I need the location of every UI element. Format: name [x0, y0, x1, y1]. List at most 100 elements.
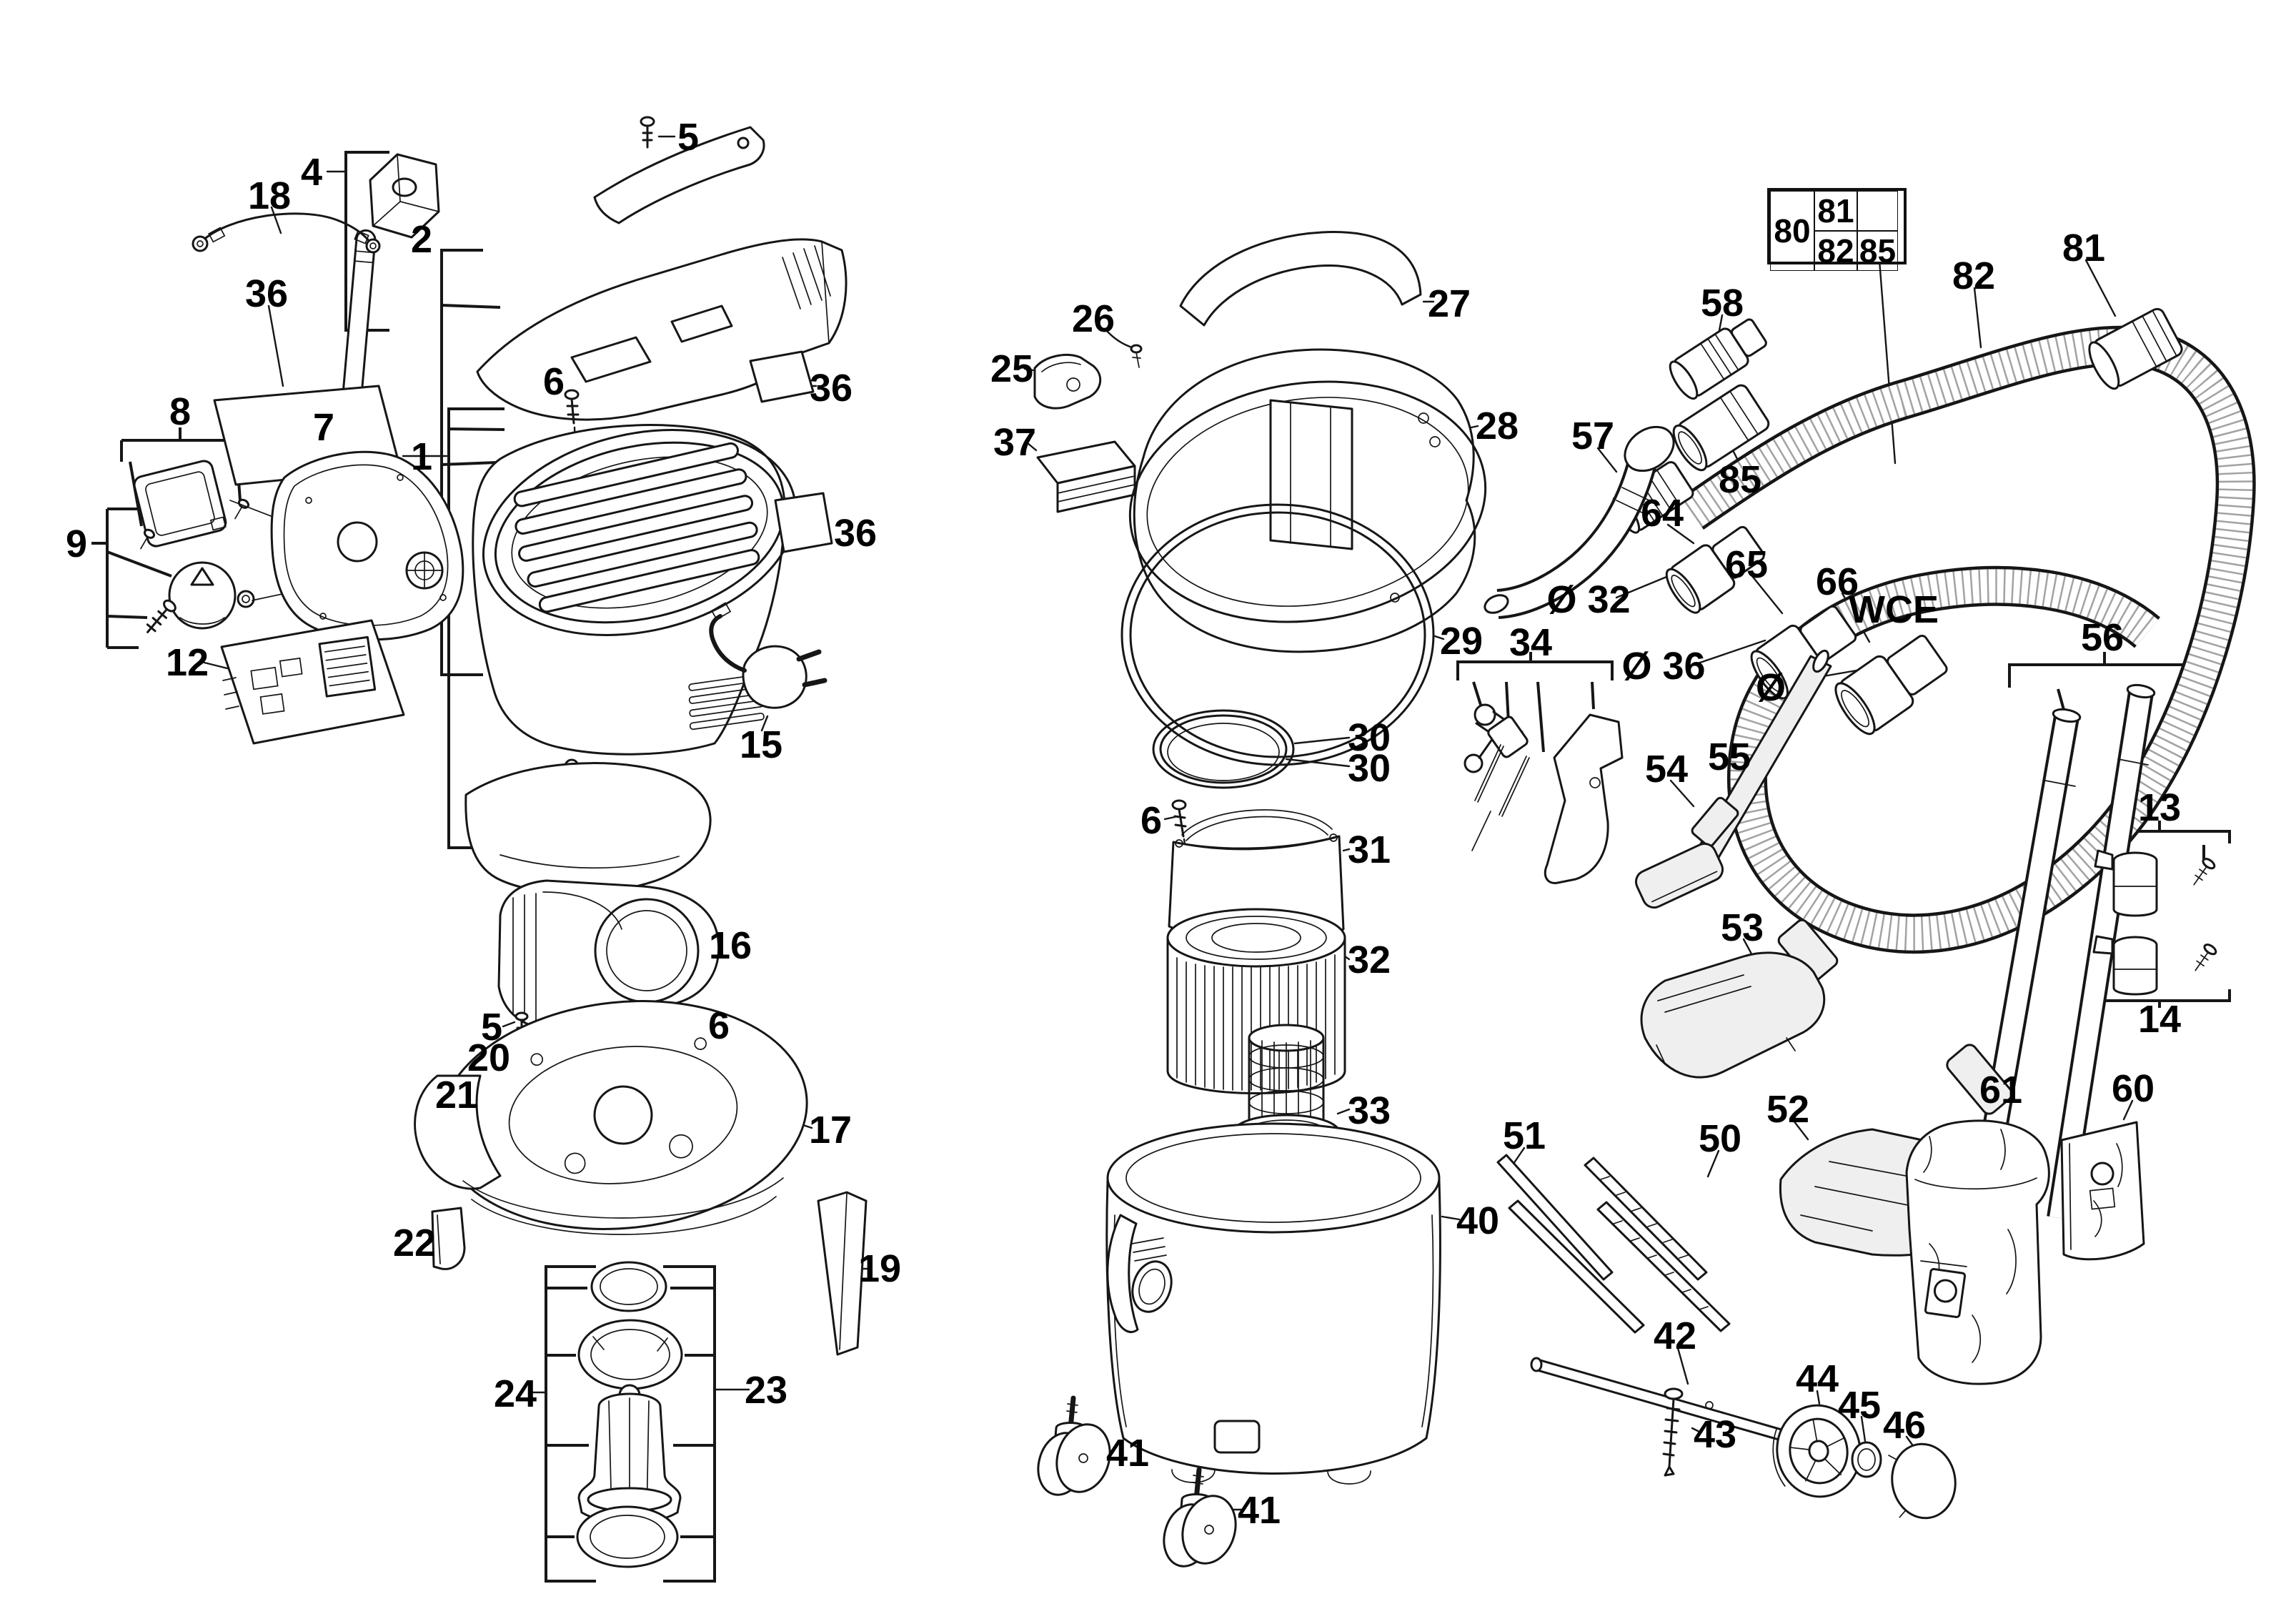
- part-26-screw: [1130, 344, 1143, 368]
- part-label-24: 24: [494, 1372, 537, 1415]
- part-label-36: 36: [245, 272, 288, 315]
- part-1-motor-housing: [464, 424, 797, 895]
- table-cell-81: 81: [1814, 191, 1857, 231]
- part-label-51: 51: [1503, 1114, 1546, 1157]
- part-label-13: 13: [2138, 786, 2181, 829]
- part-label-53: 53: [1721, 906, 1764, 949]
- part-58-adapter: [1669, 318, 1767, 400]
- part-60-flat-bag: [2060, 1121, 2145, 1261]
- table-cell-80: 80: [1770, 191, 1814, 271]
- part-label-45: 45: [1838, 1384, 1881, 1427]
- part-label-30: 30: [1348, 716, 1391, 759]
- part-label-61: 61: [1979, 1069, 2022, 1111]
- part-label-37: 37: [993, 421, 1036, 464]
- part-label-57: 57: [1571, 415, 1614, 457]
- part-51-squeegee-strips: [1496, 1154, 1645, 1334]
- part-53-floor-brush: [1640, 919, 1839, 1079]
- part-43-screw: [1662, 1387, 1684, 1477]
- part-label-20: 20: [467, 1036, 510, 1079]
- part-85-connector: [1672, 384, 1770, 472]
- part-66-adapter-wce: [1834, 634, 1948, 736]
- part-label-23: 23: [745, 1369, 787, 1412]
- table-cell-blank: [1857, 191, 1898, 231]
- part-label-Ø-36: Ø 36: [1621, 645, 1705, 688]
- part-8-switch-plate: [133, 460, 250, 550]
- part-50-brush-strips: [1584, 1157, 1731, 1332]
- part-label-36: 36: [810, 367, 853, 410]
- group-brackets: [91, 151, 2231, 1583]
- part-label-64: 64: [1641, 492, 1684, 535]
- part-label-81: 81: [2062, 227, 2105, 269]
- hose-variant-table: 80 81 82 85: [1767, 188, 1907, 271]
- part-label-58: 58: [1701, 282, 1744, 325]
- table-cell-85: 85: [1857, 231, 1898, 271]
- part-12-circuit-board: [220, 619, 405, 745]
- part-label-27: 27: [1428, 282, 1471, 325]
- part-label-56: 56: [2081, 616, 2124, 659]
- part-label-8: 8: [169, 390, 191, 433]
- part-label-6: 6: [543, 360, 565, 403]
- part-label-7: 7: [313, 406, 334, 449]
- part-label-28: 28: [1476, 405, 1519, 447]
- part-64-adapter-32: [1665, 525, 1765, 614]
- part-label-40: 40: [1456, 1199, 1499, 1242]
- part-label-54: 54: [1645, 748, 1688, 791]
- part-label-21: 21: [435, 1074, 478, 1116]
- part-label-15: 15: [740, 723, 782, 766]
- part-label-16: 16: [709, 924, 752, 967]
- part-41-caster-a: [1037, 1395, 1111, 1496]
- part-25-latch: [1033, 354, 1101, 410]
- part-label-44: 44: [1796, 1357, 1839, 1400]
- part-36-sticker-c: [774, 492, 833, 553]
- part-7-front-panel: [270, 450, 464, 641]
- part-14-clamp: [2092, 935, 2217, 996]
- part-19-crevice-blade: [817, 1191, 868, 1356]
- part-label-Ø-32: Ø 32: [1546, 578, 1630, 621]
- part-28-lid: [1128, 348, 1487, 653]
- part-label-65: 65: [1725, 543, 1768, 586]
- part-label-2: 2: [411, 218, 432, 261]
- part-label-WCE: WCE: [1849, 588, 1939, 631]
- part-label-30: 30: [1348, 747, 1391, 790]
- part-5-screw: [640, 116, 655, 149]
- part-label-18: 18: [248, 174, 291, 217]
- part-36-sticker-b: [749, 350, 815, 403]
- part-label-19: 19: [858, 1247, 901, 1290]
- part-label-46: 46: [1883, 1404, 1926, 1447]
- part-label-32: 32: [1348, 939, 1391, 981]
- part-18-wire: [192, 212, 381, 254]
- part-label-22: 22: [393, 1222, 436, 1264]
- part-41-caster-b: [1163, 1467, 1237, 1568]
- part-label-31: 31: [1348, 828, 1391, 871]
- part-45-washer: [1851, 1441, 1882, 1478]
- part-27-bumper-band: [1179, 231, 1422, 327]
- part-17-motor-mount: [414, 1000, 808, 1235]
- part-label-52: 52: [1766, 1088, 1809, 1131]
- part-44-wheel: [1772, 1404, 1862, 1498]
- part-label-26: 26: [1072, 297, 1115, 340]
- part-label-36: 36: [834, 512, 877, 555]
- part-label-60: 60: [2112, 1067, 2155, 1110]
- part-54-upholstery-nozzle: [1634, 796, 1739, 909]
- part-label-34: 34: [1509, 621, 1552, 664]
- part-label-43: 43: [1694, 1413, 1736, 1456]
- table-cell-82: 82: [1814, 231, 1857, 271]
- part-23-24-motor-stack: [576, 1261, 683, 1568]
- part-22-flap: [431, 1207, 466, 1270]
- part-label-25: 25: [990, 347, 1033, 390]
- part-61-dust-bag: [1905, 1119, 2050, 1385]
- part-label-66: 66: [1816, 560, 1859, 603]
- part-46-hub-cap: [1888, 1442, 1957, 1520]
- part-label-41: 41: [1106, 1432, 1149, 1475]
- part-label-1: 1: [411, 435, 432, 478]
- part-label-41: 41: [1238, 1489, 1281, 1532]
- part-label-9: 9: [66, 523, 87, 565]
- part-label-14: 14: [2138, 998, 2181, 1041]
- part-34-latch-group: [1463, 703, 1624, 884]
- part-32-cartridge-filter: [1166, 908, 1346, 1094]
- part-label-Ø: Ø: [1756, 666, 1786, 709]
- part-label-85: 85: [1719, 458, 1761, 501]
